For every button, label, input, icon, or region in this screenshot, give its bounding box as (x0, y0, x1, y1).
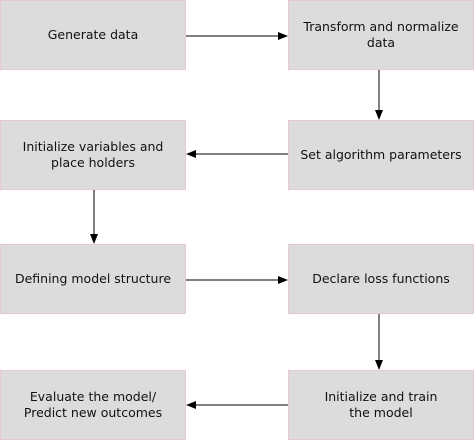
step-transform-normalize-data: Transform and normalize data (288, 0, 474, 70)
step-declare-loss-functions: Declare loss functions (288, 244, 474, 314)
step-initialize-train-model: Initialize and train the model (288, 370, 474, 440)
step-evaluate-predict: Evaluate the model/ Predict new outcomes (0, 370, 186, 440)
step-label: Declare loss functions (312, 271, 450, 286)
step-label: Evaluate the model/ Predict new outcomes (23, 389, 163, 420)
step-label: Transform and normalize data (303, 19, 459, 50)
step-label: Initialize variables and place holders (22, 139, 164, 170)
step-label: Initialize and train the model (324, 389, 438, 420)
step-initialize-variables: Initialize variables and place holders (0, 120, 186, 190)
step-define-model-structure: Defining model structure (0, 244, 186, 314)
step-set-algorithm-parameters: Set algorithm parameters (288, 120, 474, 190)
step-generate-data: Generate data (0, 0, 186, 70)
step-label: Set algorithm parameters (300, 147, 462, 162)
step-label: Generate data (47, 27, 139, 42)
step-label: Defining model structure (14, 271, 172, 286)
